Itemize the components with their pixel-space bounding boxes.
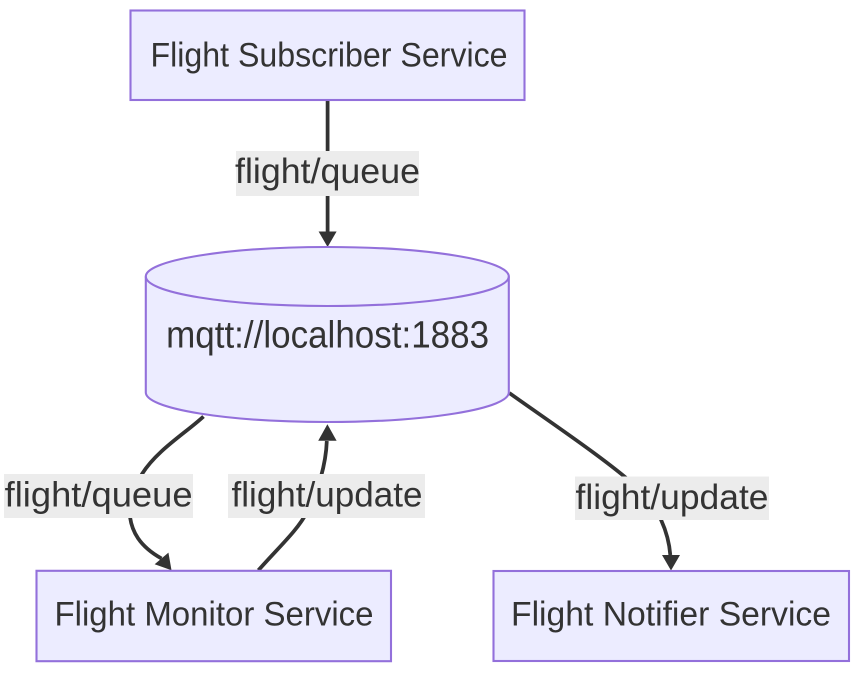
- svg-text:Flight Monitor Service: Flight Monitor Service: [55, 596, 374, 634]
- svg-text:flight/queue: flight/queue: [5, 476, 193, 515]
- svg-text:Flight Notifier Service: Flight Notifier Service: [511, 596, 831, 634]
- svg-text:flight/update: flight/update: [576, 478, 769, 517]
- svg-text:mqtt://localhost:1883: mqtt://localhost:1883: [166, 315, 489, 357]
- svg-text:flight/update: flight/update: [232, 476, 423, 515]
- svg-text:Flight Subscriber Service: Flight Subscriber Service: [151, 36, 508, 74]
- svg-text:flight/queue: flight/queue: [235, 152, 420, 191]
